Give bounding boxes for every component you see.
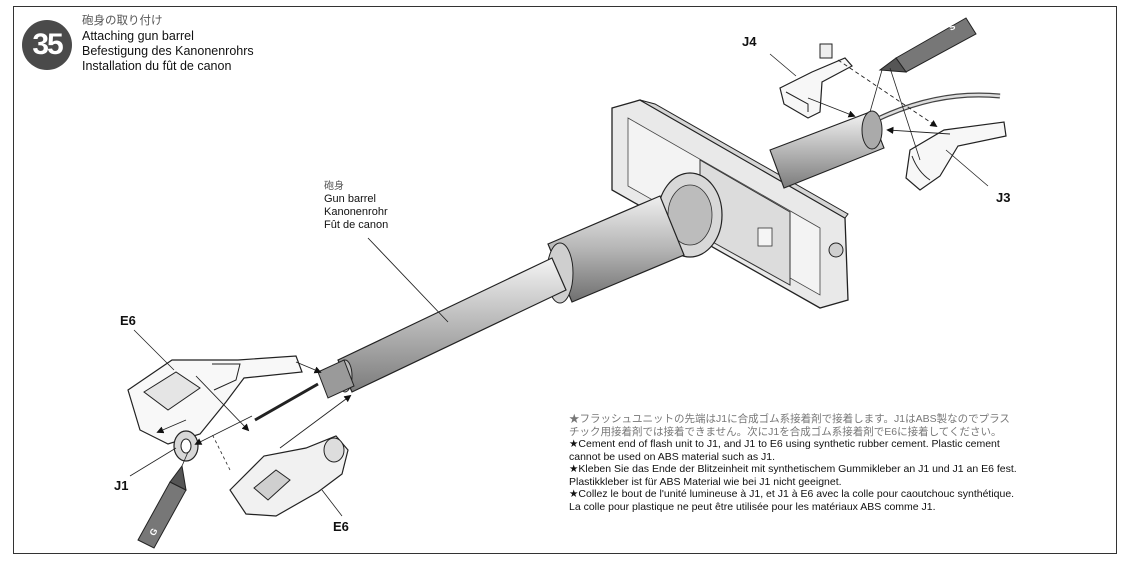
note-jp-line1: ★フラッシュユニットの先端はJ1に合成ゴム系接着剤で接着します。J1はABS製な… bbox=[569, 413, 1010, 425]
glue-tube-bottom bbox=[137, 451, 189, 549]
gun-mantlet bbox=[611, 99, 849, 309]
label-j3: J3 bbox=[996, 190, 1011, 205]
flash-unit-wire bbox=[254, 382, 319, 422]
step-title-en: Attaching gun barrel bbox=[82, 29, 194, 43]
step-title-de: Befestigung des Kanonenrohrs bbox=[82, 44, 254, 58]
part-j1 bbox=[173, 430, 199, 462]
label-j4: J4 bbox=[742, 34, 757, 49]
barrel-sleeve bbox=[546, 195, 685, 304]
note-de-line2: Plastikkleber ist für ABS Material wie b… bbox=[569, 475, 842, 488]
note-fr-line1: ★Collez le bout de l'unité lumineuse à J… bbox=[569, 488, 1015, 500]
barrel-leader-line bbox=[367, 237, 449, 323]
note-en-line2: cannot be used on ABS material such as J… bbox=[569, 450, 776, 463]
gun-barrel-label-jp: 砲身 bbox=[324, 181, 344, 192]
part-e6-lower bbox=[229, 435, 349, 517]
rear-barrel bbox=[769, 110, 885, 189]
gun-barrel-label-fr: Fût de canon bbox=[324, 219, 389, 231]
glue-tube-top bbox=[869, 17, 977, 161]
note-jp-line2: チック用接着剤では接着できません。次にJ1を合成ゴム系接着剤でE6に接着してくだ… bbox=[569, 425, 1002, 438]
label-j1: J1 bbox=[114, 478, 129, 493]
step-number-badge: 35 bbox=[22, 20, 72, 70]
label-e6-upper: E6 bbox=[120, 313, 136, 328]
step-title-jp: 砲身の取り付け bbox=[82, 15, 163, 27]
part-j3 bbox=[905, 121, 1007, 191]
gun-barrel-label-de: Kanonenrohr bbox=[324, 206, 388, 218]
note-de-line1: ★Kleben Sie das Ende der Blitzeinheit mi… bbox=[569, 463, 1017, 475]
note-en-line1: ★Cement end of flash unit to J1, and J1 … bbox=[569, 438, 1000, 450]
gun-barrel-label: 砲身 Gun barrel Kanonenrohr Fût de canon bbox=[324, 180, 388, 232]
part-j4 bbox=[779, 43, 853, 119]
gun-barrel-label-en: Gun barrel bbox=[324, 193, 376, 205]
step-title-fr: Installation du fût de canon bbox=[82, 59, 232, 73]
assembly-notes: ★フラッシュユニットの先端はJ1に合成ゴム系接着剤で接着します。J1はABS製な… bbox=[569, 413, 1109, 513]
part-e6-upper bbox=[127, 355, 303, 445]
gun-barrel bbox=[317, 257, 567, 399]
note-fr-line2: La colle pour plastique ne peut être uti… bbox=[569, 500, 936, 513]
label-e6-lower: E6 bbox=[333, 519, 349, 534]
step-title: 砲身の取り付け Attaching gun barrel Befestigung… bbox=[82, 14, 254, 74]
diagram-frame bbox=[13, 6, 1117, 554]
